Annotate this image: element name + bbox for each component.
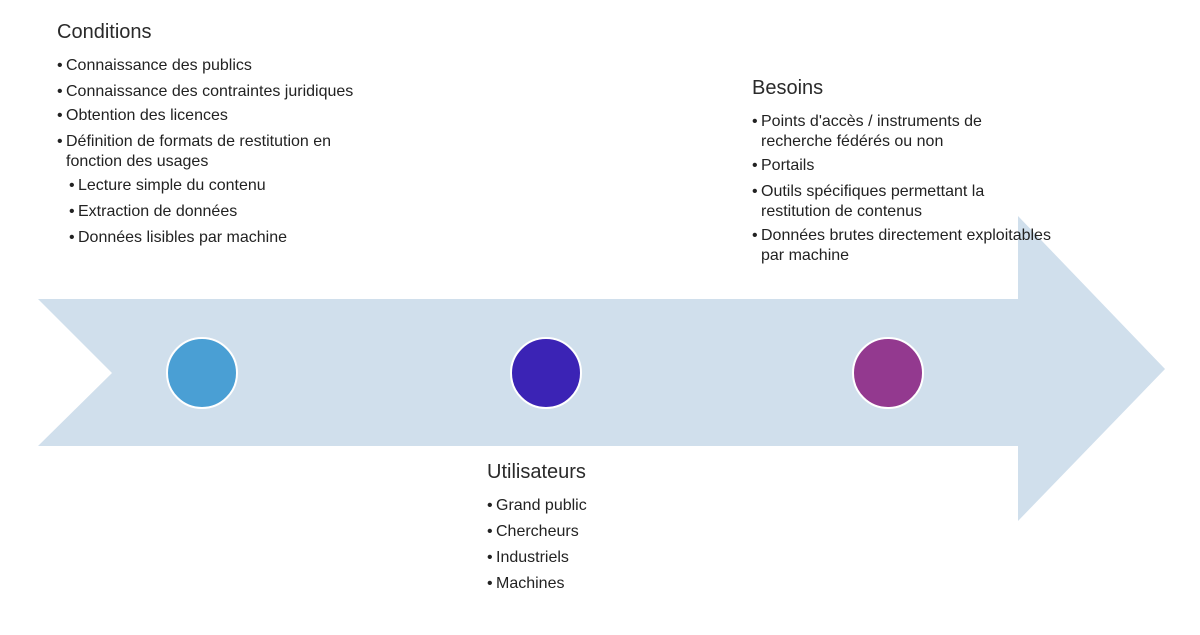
list-item: Points d'accès / instruments de recherch…	[752, 112, 1052, 152]
sub-list-item: Lecture simple du contenu	[69, 176, 377, 196]
list-item: Données brutes directement exploitables …	[752, 226, 1052, 266]
sub-list-item: Extraction de données	[69, 202, 377, 222]
list-item: Chercheurs	[487, 522, 707, 542]
list-item: Connaissance des publics	[57, 56, 377, 76]
list-item: Grand public	[487, 496, 707, 516]
conditions-list: Connaissance des publics Connaissance de…	[57, 56, 377, 248]
utilisateurs-dot	[510, 337, 582, 409]
arrow-shape	[38, 216, 1165, 521]
list-item: Outils spécifiques permettant la restitu…	[752, 182, 1052, 222]
besoins-dot	[852, 337, 924, 409]
besoins-list: Points d'accès / instruments de recherch…	[752, 112, 1052, 266]
list-item: Connaissance des contraintes juridiques	[57, 82, 377, 102]
list-item: Portails	[752, 156, 1052, 176]
list-item: Obtention des licences	[57, 106, 377, 126]
list-item: Définition de formats de restitution en …	[57, 132, 377, 172]
conditions-dot	[166, 337, 238, 409]
sub-list-item: Données lisibles par machine	[69, 228, 377, 248]
utilisateurs-block: Utilisateurs Grand public Chercheurs Ind…	[487, 460, 707, 600]
utilisateurs-list: Grand public Chercheurs Industriels Mach…	[487, 496, 707, 594]
conditions-title: Conditions	[57, 21, 152, 43]
besoins-title: Besoins	[752, 77, 824, 99]
conditions-block: Conditions Connaissance des publics Conn…	[57, 20, 377, 254]
list-item: Industriels	[487, 548, 707, 568]
besoins-block: Besoins Points d'accès / instruments de …	[752, 76, 1052, 270]
utilisateurs-title: Utilisateurs	[487, 461, 586, 483]
list-item: Machines	[487, 574, 707, 594]
